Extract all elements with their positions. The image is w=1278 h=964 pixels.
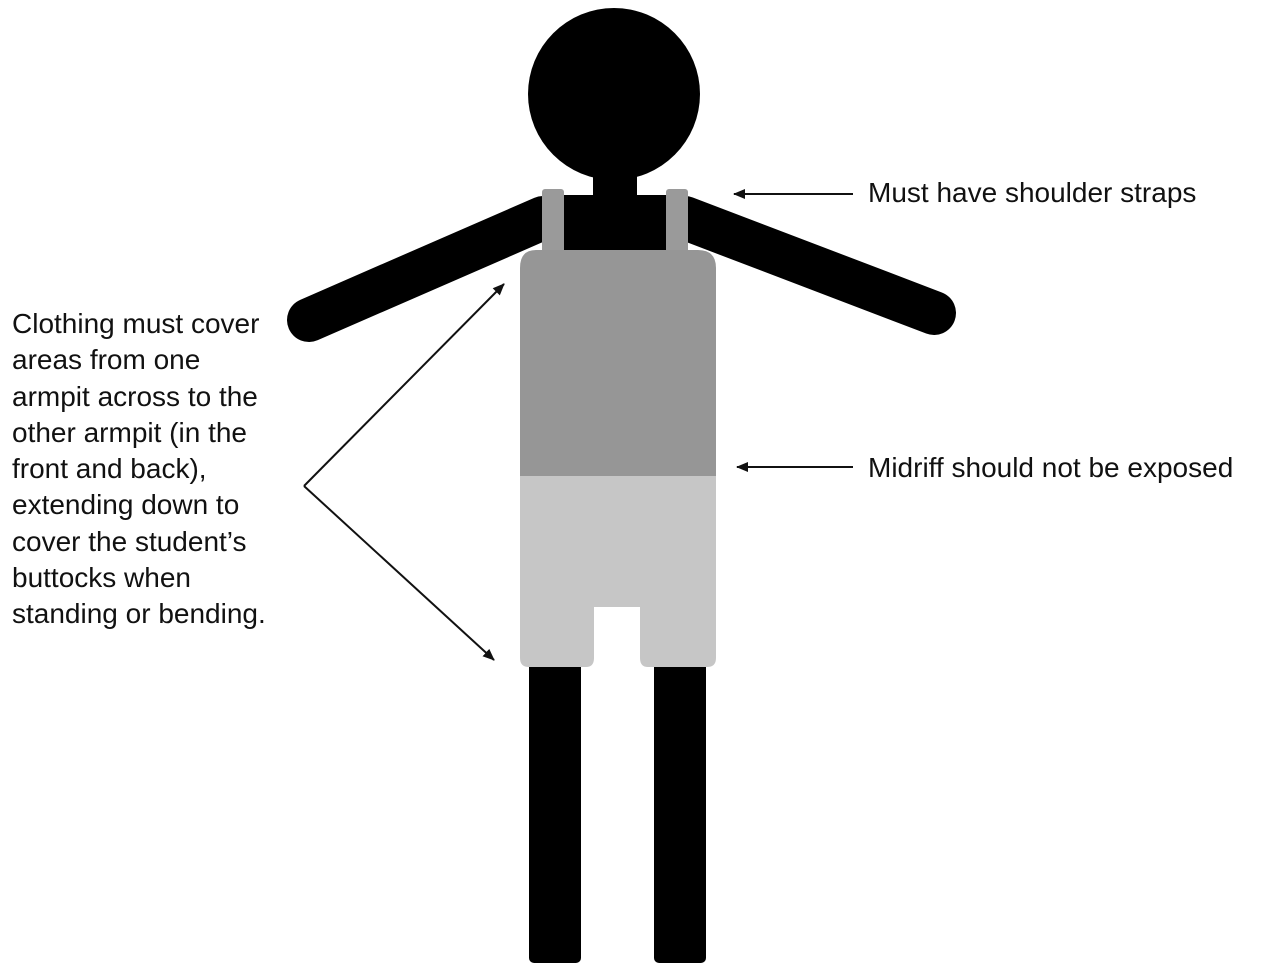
coverage-label-line: other armpit (in the xyxy=(12,415,266,451)
coverage-label-line: buttocks when xyxy=(12,560,266,596)
coverage-label-line: areas from one xyxy=(12,342,266,378)
shoulder-strap-right xyxy=(666,189,688,259)
head xyxy=(528,8,700,180)
coverage-label-line: armpit across to the xyxy=(12,379,266,415)
top-garment xyxy=(520,250,716,477)
coverage-label-line: front and back), xyxy=(12,451,266,487)
coverage-label: Clothing must cover areas from one armpi… xyxy=(12,306,266,633)
chest xyxy=(554,195,676,257)
bottom-garment xyxy=(520,476,716,667)
shoulder-strap-left xyxy=(542,189,564,259)
left-leg xyxy=(529,640,581,963)
coverage-label-line: Clothing must cover xyxy=(12,306,266,342)
garment xyxy=(520,189,716,667)
right-arm xyxy=(685,218,934,313)
midriff-label: Midriff should not be exposed xyxy=(868,451,1233,485)
right-leg xyxy=(654,640,706,963)
shoulder-straps-label: Must have shoulder straps xyxy=(868,176,1196,210)
coverage-label-line: cover the student’s xyxy=(12,524,266,560)
left-arm xyxy=(309,218,543,320)
coverage-arrow-down xyxy=(304,486,494,660)
coverage-label-line: standing or bending. xyxy=(12,596,266,632)
coverage-label-line: extending down to xyxy=(12,487,266,523)
